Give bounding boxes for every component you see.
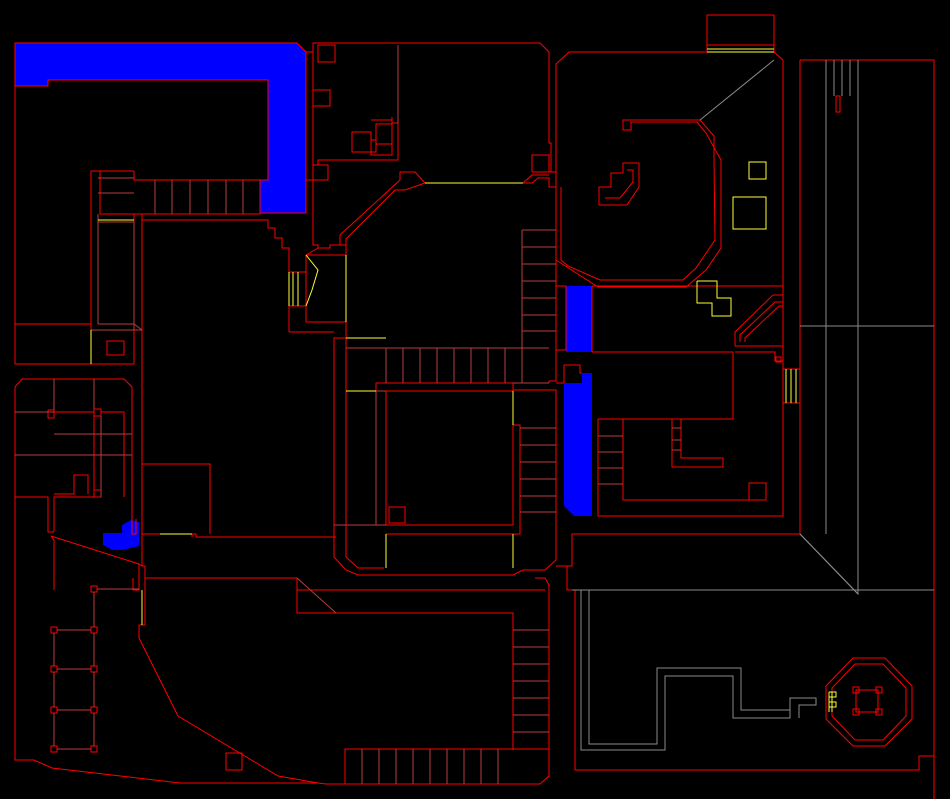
water-top-left — [15, 43, 306, 213]
secret-lines — [572, 59, 934, 751]
water-small-left — [103, 520, 139, 550]
water-areas — [15, 43, 592, 550]
round-tower — [825, 657, 913, 747]
walls — [14, 14, 935, 799]
steps — [15, 45, 681, 784]
doors — [90, 48, 837, 712]
water-channel-upper — [566, 286, 592, 352]
water-channel-lower — [564, 373, 592, 516]
yellow-key-pedestal — [748, 161, 767, 180]
yellow-crate — [732, 196, 767, 230]
